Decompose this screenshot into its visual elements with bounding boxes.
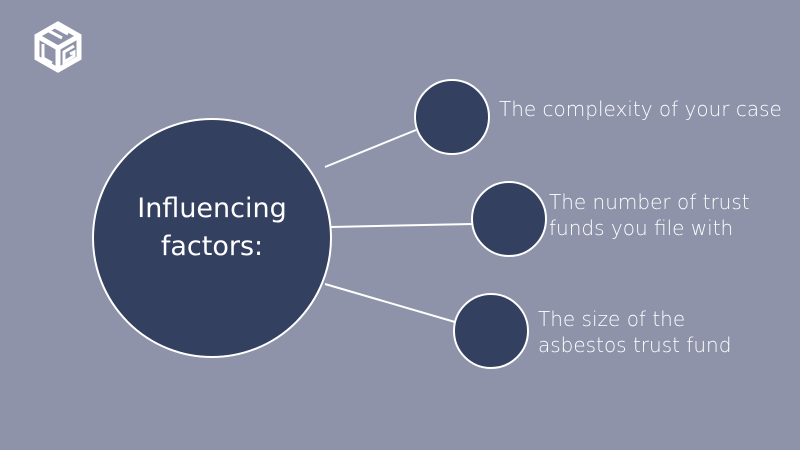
factor-label-line: The size of the [538,307,686,331]
factor-node [471,181,547,257]
factor-label-line: The number of trust [549,190,750,214]
factor-label-line: asbestos trust fund [538,333,732,357]
center-label-line: factors: [160,231,264,262]
factor-label: The number of trust funds you file with [549,189,750,241]
factor-label-line: The complexity of your case [499,97,782,121]
center-node [92,118,332,358]
connector-line [324,129,417,168]
factor-node [453,293,529,369]
center-label: Influencing factors: [112,190,312,266]
factor-node [414,79,490,155]
connector-line [330,223,473,228]
factor-label: The size of the asbestos trust fund [538,306,731,358]
center-label-line: Influencing [137,193,287,224]
factor-label: The complexity of your case [499,96,782,122]
connector-line [324,283,456,323]
factor-label-line: funds you file with [549,216,734,240]
logo-cube-icon [34,21,82,73]
